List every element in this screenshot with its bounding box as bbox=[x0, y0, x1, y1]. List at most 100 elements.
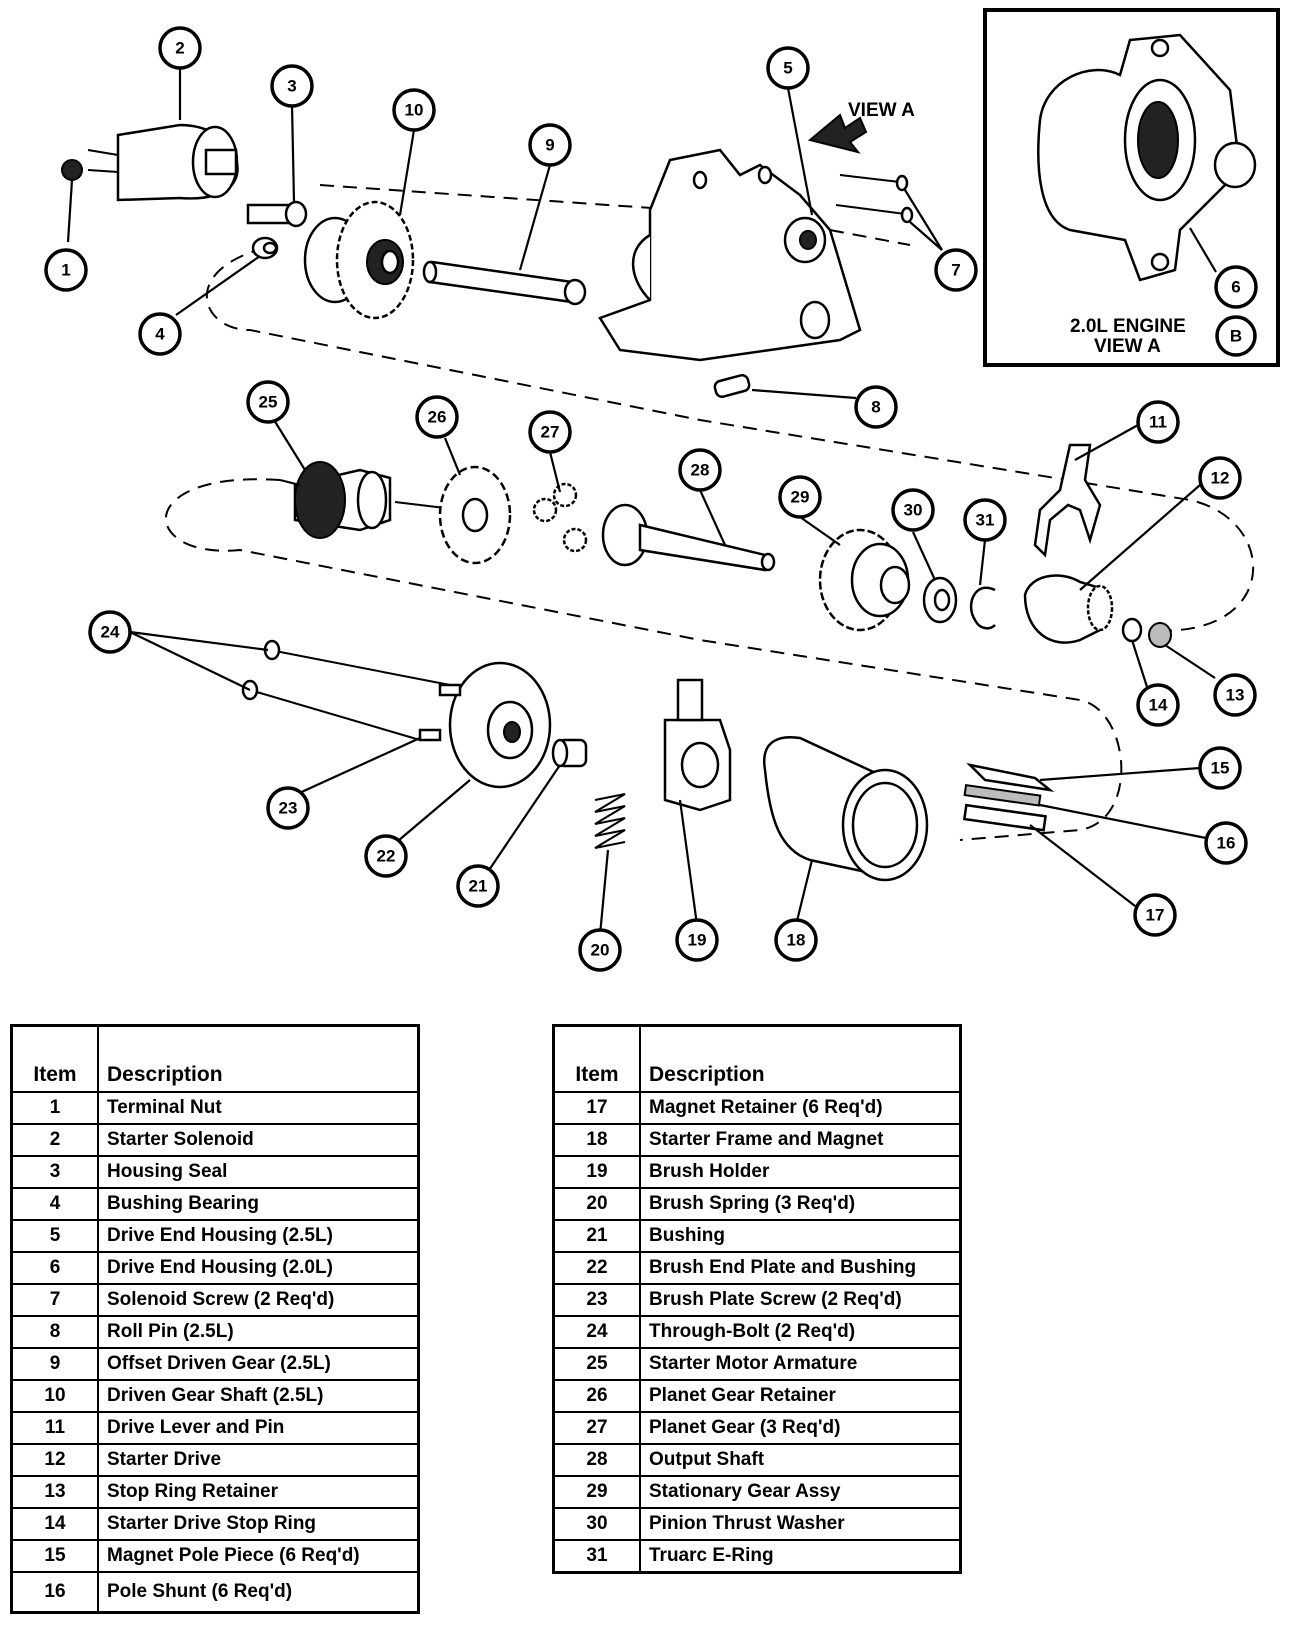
svg-text:27: 27 bbox=[541, 423, 560, 442]
item-description: Starter Drive bbox=[97, 1443, 420, 1477]
legend-header-description: Description bbox=[97, 1024, 420, 1093]
driven-gear-part bbox=[303, 200, 415, 320]
item-description: Planet Gear Retainer bbox=[639, 1379, 962, 1413]
item-description: Drive End Housing (2.0L) bbox=[97, 1251, 420, 1285]
svg-text:15: 15 bbox=[1211, 759, 1230, 778]
item-number: 13 bbox=[10, 1475, 99, 1509]
drive-lever-part bbox=[1033, 443, 1102, 558]
item-description: Housing Seal bbox=[97, 1155, 420, 1189]
callout-6: 6 bbox=[1214, 265, 1258, 309]
view-a-arrow bbox=[807, 113, 868, 154]
callout-5: 5 bbox=[766, 46, 810, 90]
item-number: 1 bbox=[10, 1091, 99, 1125]
item-description: Bushing Bearing bbox=[97, 1187, 420, 1221]
callout-13: 13 bbox=[1213, 673, 1257, 717]
item-description: Driven Gear Shaft (2.5L) bbox=[97, 1379, 420, 1413]
item-description: Bushing bbox=[639, 1219, 962, 1253]
callout-17: 17 bbox=[1133, 893, 1177, 937]
svg-text:30: 30 bbox=[904, 501, 923, 520]
item-number: 23 bbox=[552, 1283, 641, 1317]
item-number: 2 bbox=[10, 1123, 99, 1157]
callout-20: 20 bbox=[578, 928, 622, 972]
item-description: Solenoid Screw (2 Req'd) bbox=[97, 1283, 420, 1317]
item-description: Starter Motor Armature bbox=[639, 1347, 962, 1381]
callout-29: 29 bbox=[778, 475, 822, 519]
callout-21: 21 bbox=[456, 864, 500, 908]
callout-31: 31 bbox=[963, 498, 1007, 542]
callout-23: 23 bbox=[266, 786, 310, 830]
item-description: Starter Solenoid bbox=[97, 1123, 420, 1157]
item-description: Brush Spring (3 Req'd) bbox=[639, 1187, 962, 1221]
callout-15: 15 bbox=[1198, 746, 1242, 790]
item-number: 18 bbox=[552, 1123, 641, 1157]
roll-pin-part bbox=[713, 373, 751, 399]
svg-text:8: 8 bbox=[871, 398, 880, 417]
callout-11: 11 bbox=[1136, 400, 1180, 444]
terminal-nut-part bbox=[61, 159, 83, 181]
svg-text:25: 25 bbox=[259, 393, 278, 412]
svg-text:11: 11 bbox=[1149, 413, 1167, 432]
callout-19: 19 bbox=[675, 918, 719, 962]
item-description: Brush Holder bbox=[639, 1155, 962, 1189]
callout-3: 3 bbox=[270, 64, 314, 108]
item-number: 31 bbox=[552, 1539, 641, 1574]
drive-end-housing-part bbox=[598, 148, 862, 362]
legend-header-item: Item bbox=[10, 1024, 99, 1093]
callout-1: 1 bbox=[44, 248, 88, 292]
item-description: Planet Gear (3 Req'd) bbox=[639, 1411, 962, 1445]
brush-end-plate-part bbox=[448, 661, 552, 789]
brush-holder-part bbox=[663, 678, 732, 812]
item-description: Through-Bolt (2 Req'd) bbox=[639, 1315, 962, 1349]
housing-seal-part bbox=[246, 200, 308, 228]
drive-end-housing-2-0l-part bbox=[1037, 33, 1257, 282]
item-number: 10 bbox=[10, 1379, 99, 1413]
item-number: 24 bbox=[552, 1315, 641, 1349]
pole-shunt-part bbox=[963, 784, 1042, 807]
output-shaft-part bbox=[601, 503, 776, 572]
exploded-view-diagram: VIEW A 2.0L ENGINE VIEW A bbox=[44, 8, 1280, 972]
item-number: 7 bbox=[10, 1283, 99, 1317]
svg-text:23: 23 bbox=[279, 799, 298, 818]
callout-30: 30 bbox=[891, 488, 935, 532]
svg-text:20: 20 bbox=[591, 941, 610, 960]
callout-24: 24 bbox=[88, 610, 132, 654]
legend-header-row: Item Description bbox=[10, 1024, 420, 1093]
svg-text:14: 14 bbox=[1149, 696, 1168, 715]
svg-text:19: 19 bbox=[688, 931, 707, 950]
svg-text:B: B bbox=[1230, 327, 1242, 346]
svg-text:2: 2 bbox=[175, 39, 184, 58]
item-number: 14 bbox=[10, 1507, 99, 1541]
item-number: 19 bbox=[552, 1155, 641, 1189]
svg-text:12: 12 bbox=[1211, 469, 1230, 488]
svg-text:9: 9 bbox=[545, 136, 554, 155]
bushing-bearing-part bbox=[251, 236, 279, 260]
item-number: 28 bbox=[552, 1443, 641, 1477]
item-description: Stop Ring Retainer bbox=[97, 1475, 420, 1509]
assembly-path-upper bbox=[205, 247, 1255, 632]
item-number: 29 bbox=[552, 1475, 641, 1509]
through-bolts-part bbox=[241, 639, 451, 741]
magnet-retainer-part bbox=[962, 803, 1047, 832]
item-number: 22 bbox=[552, 1251, 641, 1285]
starter-frame-part bbox=[762, 736, 929, 882]
item-description: Brush End Plate and Bushing bbox=[639, 1251, 962, 1285]
svg-text:26: 26 bbox=[428, 408, 447, 427]
callout-9: 9 bbox=[528, 123, 572, 167]
item-description: Pinion Thrust Washer bbox=[639, 1507, 962, 1541]
callout-7: 7 bbox=[934, 248, 978, 292]
item-number: 6 bbox=[10, 1251, 99, 1285]
